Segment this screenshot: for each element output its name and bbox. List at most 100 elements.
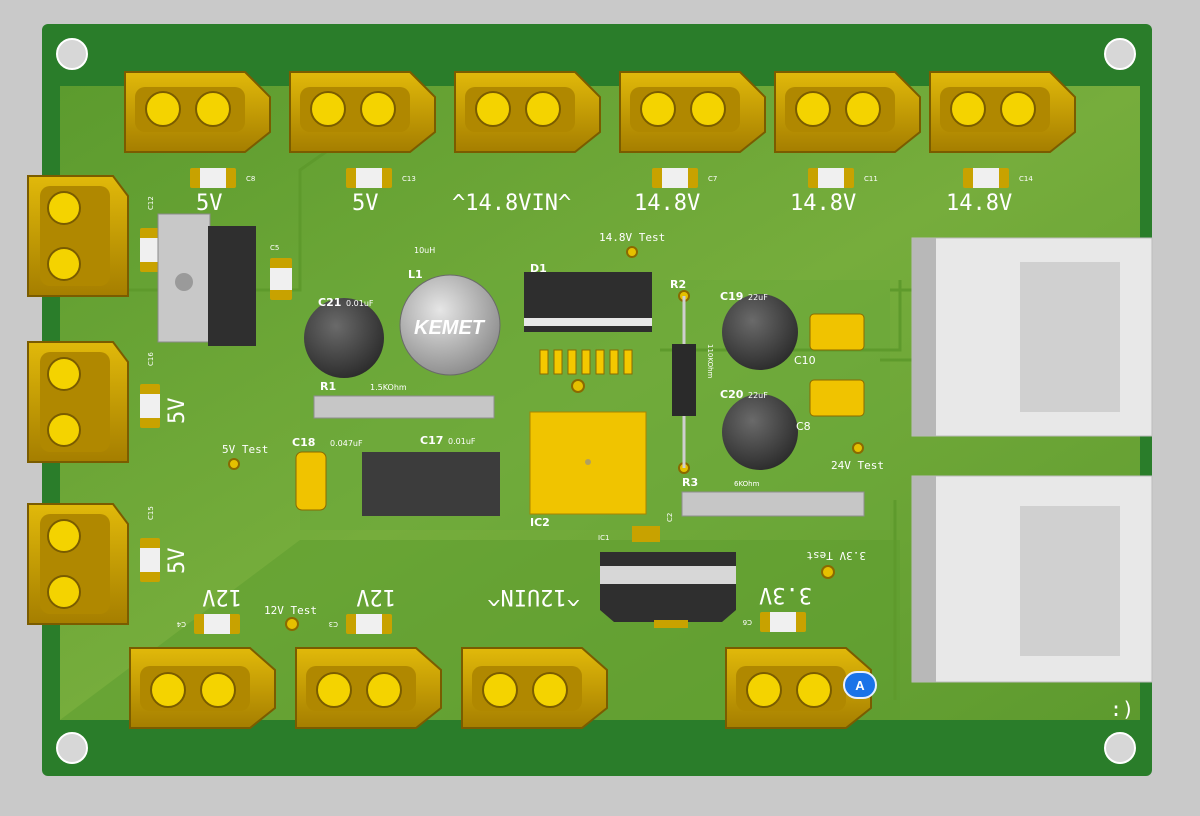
component-designator: C21 <box>318 296 341 309</box>
cap-label-c13: C13 <box>402 175 416 183</box>
component-designator: L1 <box>408 268 423 281</box>
voltage-label-12v: 12V <box>356 584 396 609</box>
diode-d1 <box>524 272 652 332</box>
mounting-holes <box>56 38 1136 764</box>
capacitor-c21 <box>304 298 384 378</box>
test-points <box>228 246 864 631</box>
xt60-connector <box>774 71 921 153</box>
component-value: 0.01uF <box>448 437 476 446</box>
ic1-regulator <box>600 526 736 628</box>
inductor-l1: KEMET <box>399 274 501 376</box>
xt60-connector <box>929 71 1076 153</box>
voltage-label-3-3v: 3.3V <box>759 582 812 607</box>
cap-label-c4: C4 <box>176 620 186 628</box>
component-designator: C17 <box>420 434 443 447</box>
xt60-connector <box>289 71 436 153</box>
xt60-connector <box>129 647 276 729</box>
cap-label-c5: C5 <box>270 244 279 252</box>
voltage-label-14-8v: 14.8V <box>946 191 1012 216</box>
xt60-connector <box>461 647 608 729</box>
bottom-smd-caps <box>194 612 806 634</box>
capacitor-c18 <box>295 451 327 511</box>
component-designator: C2 <box>666 513 674 522</box>
component-designator: C19 <box>720 290 743 303</box>
component-value: 6KOhm <box>734 480 760 488</box>
test-point-label: 24V Test <box>831 459 884 472</box>
cap-label-c6: C6 <box>742 618 752 626</box>
xt60-connector <box>295 647 442 729</box>
xt60-connector <box>27 341 129 463</box>
component-designator: R3 <box>682 476 698 489</box>
annotation-marker-a[interactable]: A <box>843 671 877 699</box>
capacitor-c19 <box>722 294 798 370</box>
component-designator: D1 <box>530 262 547 275</box>
voltage-label-5v: 5V <box>352 191 379 216</box>
xt60-connector <box>454 71 601 153</box>
voltage-label-12vin: ^12UIN^ <box>487 584 580 609</box>
smiley-silkscreen: :) <box>1110 697 1134 721</box>
left-connectors <box>27 175 129 625</box>
component-designator: IC1 <box>598 534 609 542</box>
test-point-label: 12V Test <box>264 604 317 617</box>
resistor-r3 <box>681 491 865 517</box>
component-value: 10uH <box>414 246 435 255</box>
xt60-connector <box>619 71 766 153</box>
component-value: 0.047uF <box>330 439 363 448</box>
capacitor-c8-tantalum <box>809 379 865 417</box>
xt60-connector <box>27 175 129 297</box>
component-designator: IC2 <box>530 516 550 529</box>
component-value: 22uF <box>748 293 768 302</box>
xt60-connector <box>725 647 872 729</box>
component-designator: C20 <box>720 388 744 401</box>
test-point-label-flipped: 3.3V Test <box>806 549 866 562</box>
mounting-hole-bl <box>56 732 88 764</box>
capacitor-c20 <box>722 394 798 470</box>
component-value: 0.01uF <box>346 299 374 308</box>
component-value: 22uF <box>748 391 768 400</box>
component-designator: R1 <box>320 380 336 393</box>
header-pins <box>539 349 633 375</box>
resistor-r2 <box>672 296 696 468</box>
test-point-label: 5V Test <box>222 443 268 456</box>
voltage-label-12v: 12V <box>202 584 242 609</box>
xt60-connector <box>27 503 129 625</box>
mounting-hole-tr <box>1104 38 1136 70</box>
component-value: 1.5KOhm <box>370 383 407 392</box>
cap-label-c3: C3 <box>329 620 338 628</box>
capacitor-c17 <box>362 452 500 516</box>
cap-label-c14: C14 <box>1019 175 1033 183</box>
voltage-label-5v: 5V <box>165 548 190 575</box>
voltage-label-5v: 5V <box>196 191 223 216</box>
top-connectors <box>124 71 1076 153</box>
component-designator: R2 <box>670 278 686 291</box>
voltage-label-5v: 5V <box>165 398 190 425</box>
component-designator: C10 <box>794 354 816 367</box>
cap-label-c16: C16 <box>147 352 155 366</box>
mounting-hole-br <box>1104 732 1136 764</box>
ic2-pad <box>529 411 647 515</box>
component-designator: C18 <box>292 436 315 449</box>
cap-label-c7: C7 <box>708 175 717 183</box>
resistor-r1 <box>313 395 495 419</box>
test-point-label: 14.8V Test <box>599 231 665 244</box>
bottom-connectors <box>129 647 872 729</box>
voltage-label-14-8v: 14.8V <box>790 191 856 216</box>
rj45-jack <box>911 237 1153 437</box>
component-designator: C8 <box>796 420 811 433</box>
cap-label-c11: C11 <box>864 175 878 183</box>
xt60-connector <box>124 71 271 153</box>
component-value: 110KOhm <box>706 344 714 379</box>
mounting-hole-tl <box>56 38 88 70</box>
cap-label-c15: C15 <box>147 506 155 520</box>
top-smd-caps <box>190 168 1009 188</box>
rj45-jack <box>911 475 1153 683</box>
inductor-brand: KEMET <box>414 317 486 339</box>
voltage-label-14-8vin: ^14.8VIN^ <box>452 191 571 216</box>
cap-label-c12: C12 <box>147 196 155 210</box>
voltage-regulator-to220 <box>157 213 256 346</box>
voltage-label-14-8v: 14.8V <box>634 191 700 216</box>
cap-label-c8: C8 <box>246 175 255 183</box>
capacitor-c10 <box>809 313 865 351</box>
left-smd-caps <box>140 228 292 582</box>
